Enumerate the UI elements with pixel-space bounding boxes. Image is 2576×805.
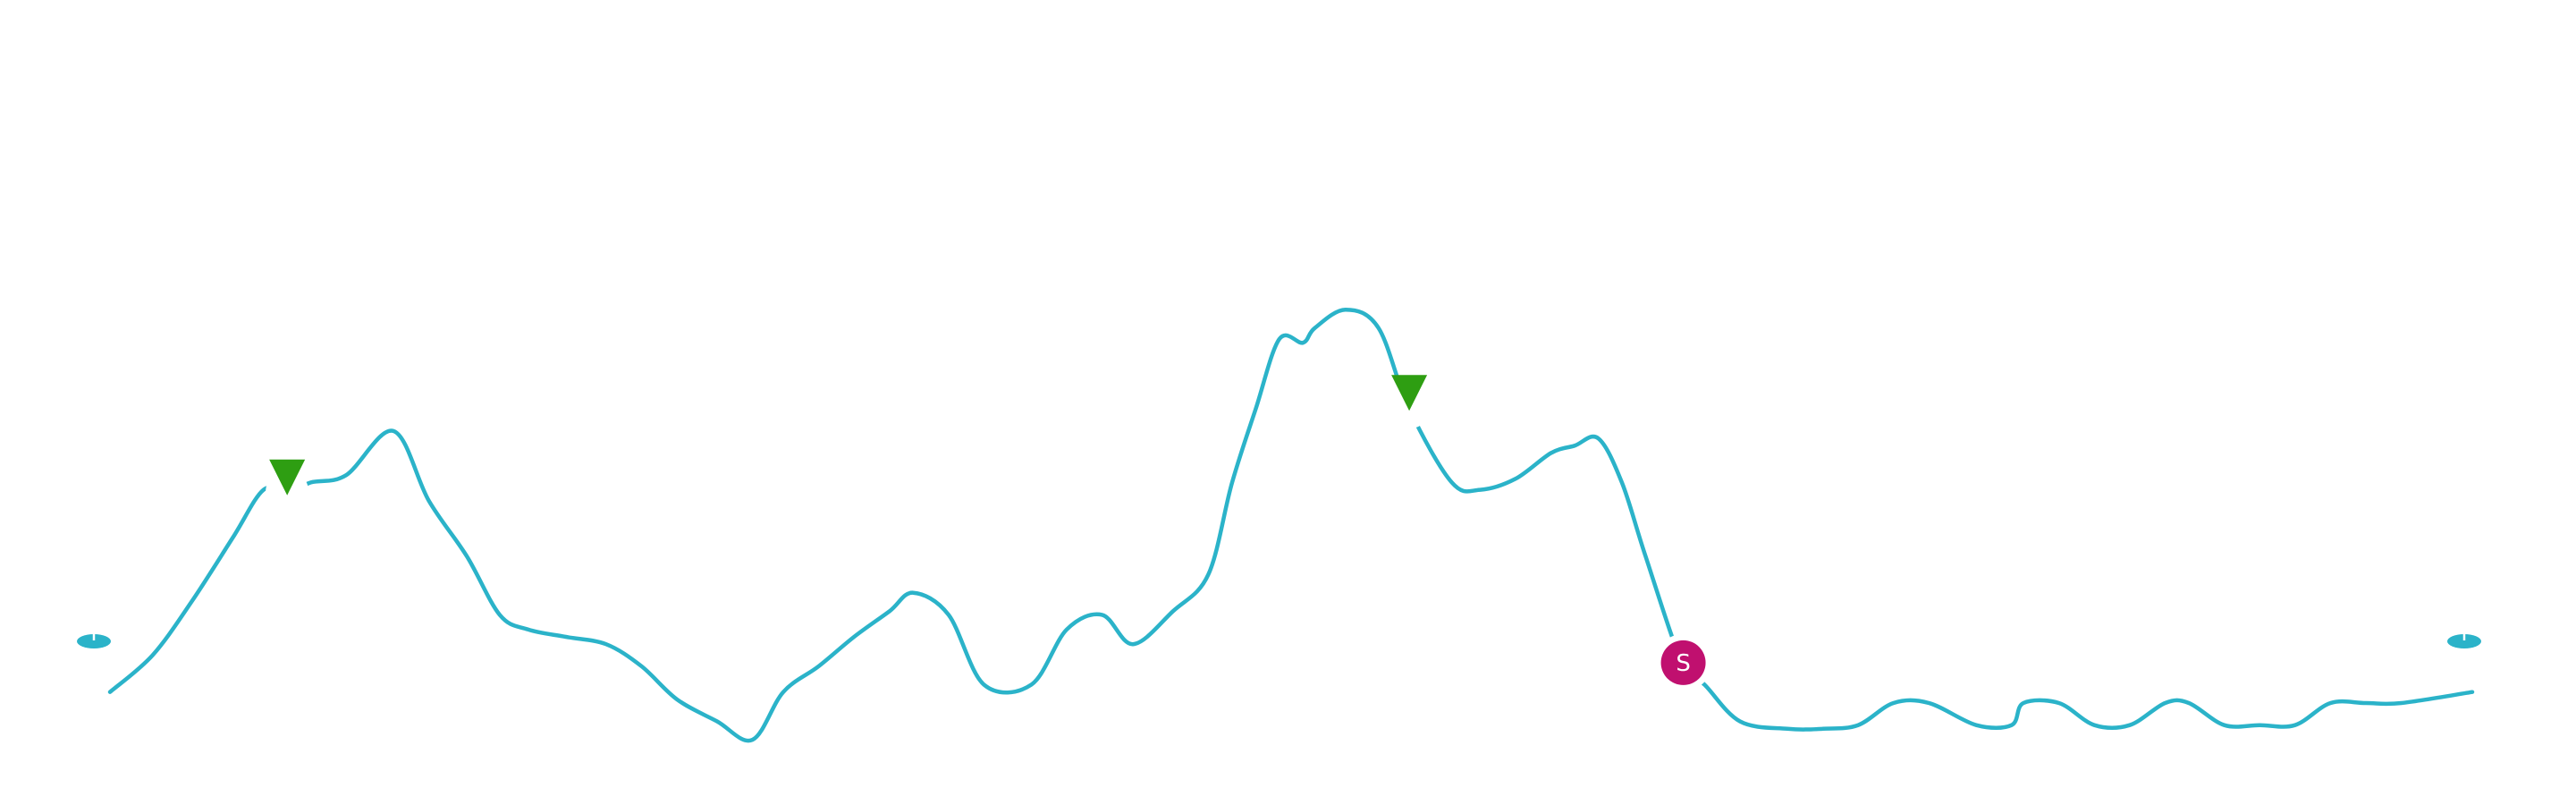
peak-marker-icon <box>1391 375 1428 411</box>
peak-marker-icon <box>269 459 306 496</box>
elevation-line <box>107 307 2475 743</box>
start-endpoint-marker <box>77 634 111 648</box>
end-endpoint-marker <box>2447 634 2481 648</box>
badge-marker-label: S <box>1676 650 1691 677</box>
badge-marker <box>1660 640 1706 685</box>
profile-line-layer <box>107 307 2475 743</box>
profile-marker-layer: S <box>77 375 2481 691</box>
